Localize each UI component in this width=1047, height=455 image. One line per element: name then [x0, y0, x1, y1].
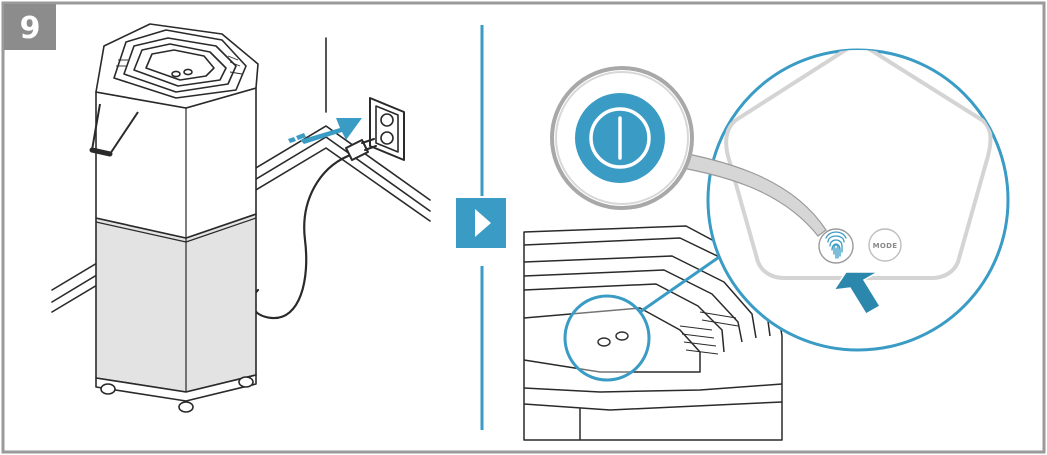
press-arrow-icon: [832, 271, 882, 316]
control-panel-zoom: MODE: [706, 48, 1010, 352]
top-buttons-zoom: [563, 244, 736, 382]
top-button-power-small: [597, 337, 611, 347]
plug-in-arrow-icon: [288, 118, 362, 144]
power-icon-callout: [550, 66, 694, 210]
air-purifier: [89, 23, 259, 413]
fingerprint-icon: [825, 231, 847, 259]
next-step-arrow-icon: [456, 198, 506, 248]
power-callout-connector: [667, 149, 827, 237]
wall-outlet: [369, 97, 405, 161]
top-button-mode-small: [615, 331, 629, 341]
purifier-upper-body: [95, 87, 257, 239]
step-badge-bg: [4, 4, 56, 50]
purifier-lower-filter: [95, 213, 257, 393]
power-plug: [345, 138, 377, 161]
purifier-top-button-a: [171, 70, 181, 78]
power-icon: [575, 93, 665, 183]
power-touch-button[interactable]: [818, 228, 854, 264]
mode-button-label: MODE: [873, 242, 898, 250]
mode-button-icon[interactable]: MODE: [868, 228, 902, 262]
step-badge: 9: [4, 4, 56, 50]
step-number: 9: [20, 11, 41, 46]
purifier-top-button-b: [183, 68, 193, 76]
